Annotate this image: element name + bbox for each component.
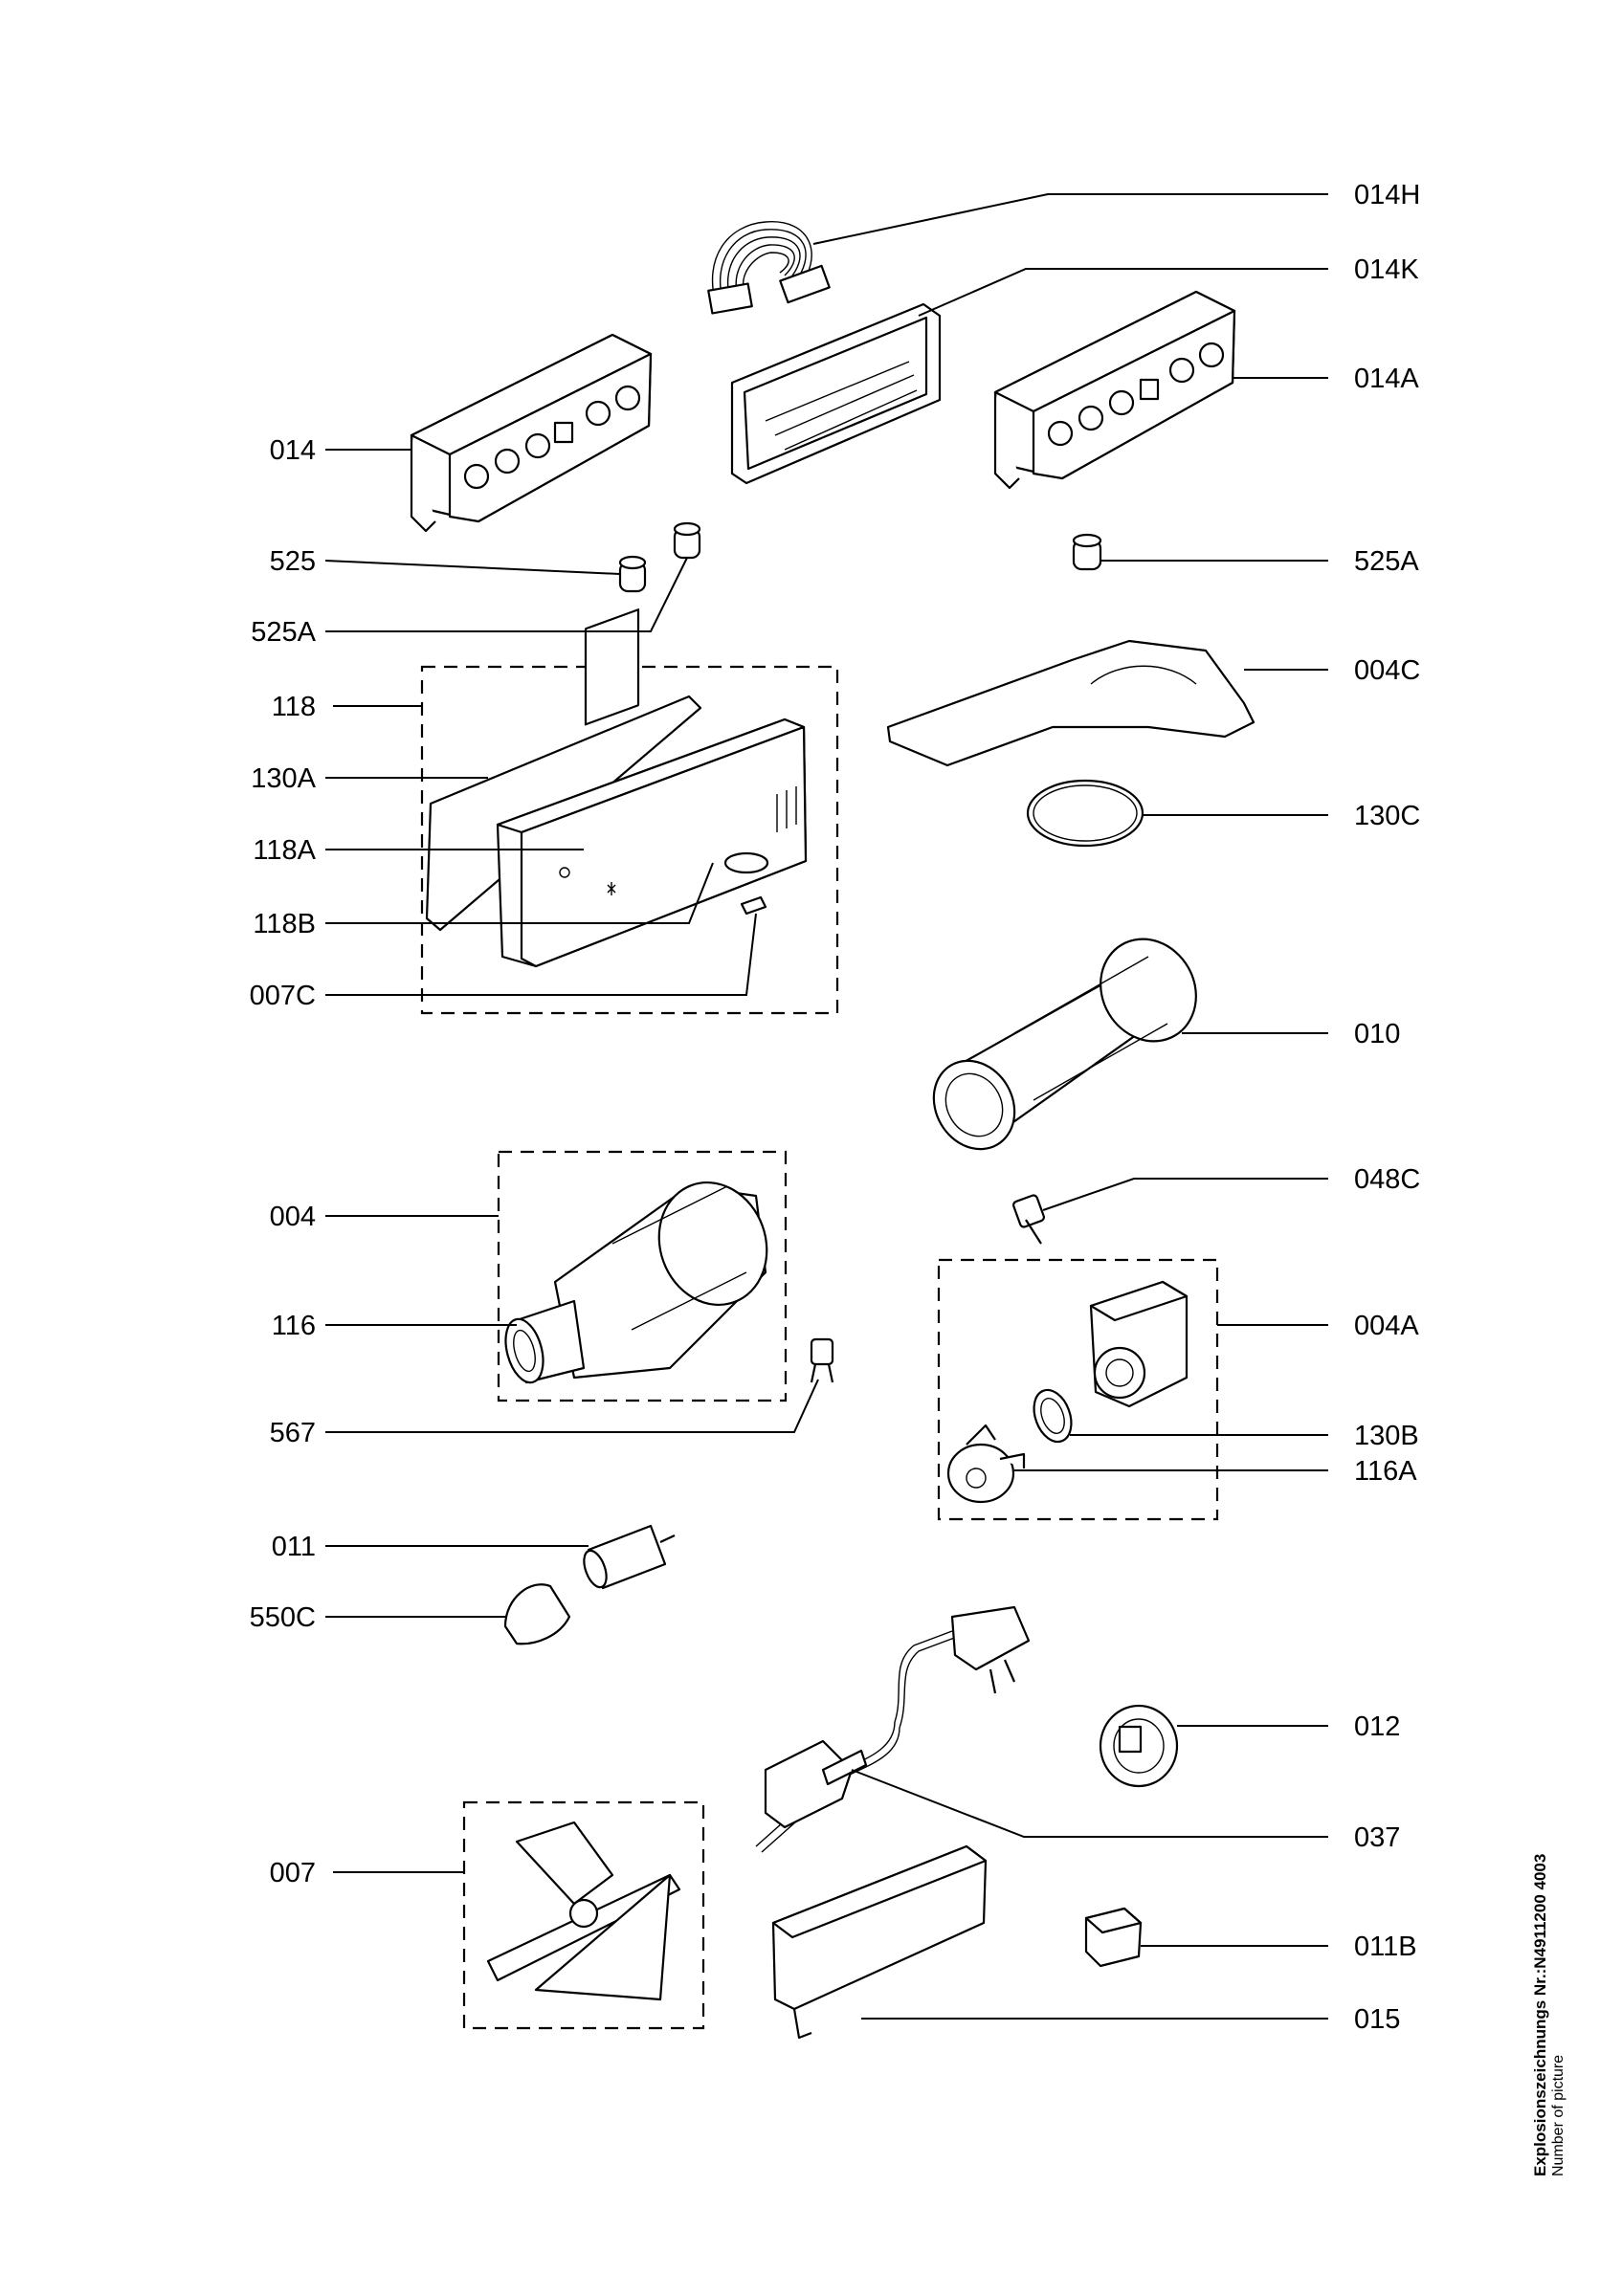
label-004c: 004C <box>1354 655 1420 686</box>
control-module-alt-part <box>993 290 1236 490</box>
label-118: 118 <box>272 692 316 722</box>
leader-567 <box>325 1379 819 1433</box>
cap-part <box>503 1583 571 1645</box>
label-007: 007 <box>270 1858 316 1888</box>
cover-part <box>886 639 1255 767</box>
leader-048c <box>1042 1178 1328 1211</box>
control-module-part <box>410 333 653 533</box>
knob-part <box>618 555 647 593</box>
label-014a: 014A <box>1354 364 1419 394</box>
label-012: 012 <box>1354 1711 1400 1742</box>
knob-right-part <box>1072 533 1102 571</box>
label-116: 116 <box>272 1311 316 1341</box>
label-014: 014 <box>270 435 316 466</box>
leader-525 <box>324 560 621 575</box>
circulation-pump-part <box>504 1181 768 1384</box>
spray-arm-part <box>486 1821 681 2001</box>
group-box-drain-pump <box>937 1258 1219 1521</box>
sensor-part <box>1012 1194 1045 1245</box>
label-011b: 011B <box>1354 1932 1417 1962</box>
power-cable-part <box>755 1605 1031 1853</box>
group-box-spray-arm <box>462 1800 705 2030</box>
label-118b: 118B <box>253 909 316 939</box>
relay-part <box>1084 1907 1143 1968</box>
label-011: 011 <box>272 1532 316 1562</box>
label-014k: 014K <box>1354 254 1419 285</box>
label-130b: 130B <box>1354 1421 1419 1451</box>
dispenser-part <box>425 608 808 968</box>
label-048c: 048C <box>1354 1164 1420 1195</box>
label-525a-left: 525A <box>251 617 316 648</box>
label-014h: 014H <box>1354 180 1420 210</box>
leader-525a-left <box>325 557 688 632</box>
drawing-subtitle: Number of picture <box>1550 2054 1566 2176</box>
cable-cover-part <box>771 1844 988 2040</box>
label-004a: 004A <box>1354 1311 1419 1341</box>
seal-ring-part <box>1026 779 1144 848</box>
heater-part <box>932 938 1197 1151</box>
leader-007c <box>325 913 757 996</box>
drawing-number-caption: Explosionszeichnungs Nr.:N4911200 4003 N… <box>1531 1854 1567 2176</box>
label-567: 567 <box>270 1418 316 1448</box>
label-015: 015 <box>1354 2004 1400 2035</box>
seal-ring-small-part <box>1033 1388 1073 1444</box>
label-010: 010 <box>1354 1019 1400 1049</box>
label-116a: 116A <box>1354 1456 1417 1487</box>
leader-037 <box>851 1769 1328 1838</box>
capacitor-part <box>583 1524 676 1590</box>
display-panel-part <box>730 302 942 485</box>
label-550c: 550C <box>250 1602 316 1633</box>
label-007c: 007C <box>250 981 316 1011</box>
leader-118b <box>325 862 714 924</box>
leader-014k <box>918 268 1328 317</box>
label-037: 037 <box>1354 1822 1400 1853</box>
pressure-switch-part <box>946 1424 1026 1504</box>
connector-part <box>1099 1704 1179 1788</box>
clip-part <box>810 1337 834 1383</box>
drain-pump-part <box>1089 1280 1189 1408</box>
label-130a: 130A <box>251 763 316 794</box>
knob-alt-part <box>673 521 701 560</box>
wiring-harness-part <box>707 221 831 315</box>
leader-014h <box>812 193 1328 245</box>
label-525a-right: 525A <box>1354 546 1419 577</box>
label-118a: 118A <box>253 835 316 866</box>
group-box-circulation-pump <box>497 1150 788 1402</box>
label-004: 004 <box>270 1202 316 1232</box>
label-130c: 130C <box>1354 801 1420 831</box>
label-525: 525 <box>270 546 316 577</box>
drawing-number: Explosionszeichnungs Nr.:N4911200 4003 <box>1531 1853 1549 2176</box>
